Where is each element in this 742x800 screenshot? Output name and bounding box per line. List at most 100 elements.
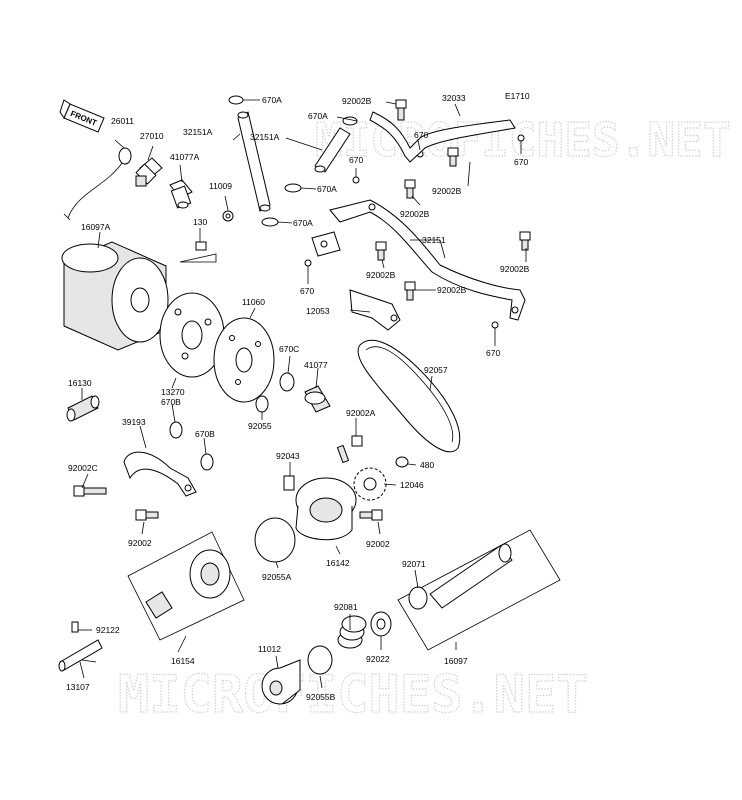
gasket-11060 [213, 317, 275, 403]
label-16097A: 16097A [81, 222, 111, 232]
watermark-bottom: MICROFICHES.NET [118, 665, 588, 725]
label-92022: 92022 [366, 654, 390, 664]
bolt-92002B-2 [447, 147, 459, 167]
label-92057: 92057 [424, 365, 448, 375]
fitting-41077 [304, 385, 331, 413]
oring-92055B [307, 645, 333, 675]
bolt-130 [195, 241, 207, 251]
plug-11012 [261, 659, 301, 705]
label-92002-1: 92002 [128, 538, 152, 548]
label-92081: 92081 [334, 602, 358, 612]
label-92002B-6: 92002B [437, 285, 467, 295]
bolt-92002C [73, 485, 107, 497]
bolt-92002A [336, 435, 363, 464]
label-670-3: 670 [349, 155, 363, 165]
spring-92081 [337, 615, 367, 649]
oring-670C [279, 372, 295, 392]
label-16130: 16130 [68, 378, 92, 388]
label-16097: 16097 [444, 656, 468, 666]
label-670B-2: 670B [195, 429, 215, 439]
oring-670A-3 [284, 183, 302, 193]
label-32151A-2: 32151A [250, 132, 280, 142]
bracket-12053 [349, 289, 401, 331]
label-670-4: 670 [300, 286, 314, 296]
pin-92122 [71, 621, 79, 633]
fitting-16130 [66, 395, 100, 422]
label-670A-4: 670A [293, 218, 313, 228]
label-32033: 32033 [442, 93, 466, 103]
label-16142: 16142 [326, 558, 350, 568]
pump-16142 [295, 477, 357, 541]
label-92055B: 92055B [306, 692, 336, 702]
tube-32151A-left [237, 111, 271, 212]
oring-670-2 [517, 134, 525, 142]
oring-670-3 [352, 176, 360, 184]
bolt-92002B-6 [404, 281, 416, 301]
label-670B-1: 670B [161, 397, 181, 407]
label-92002-2: 92002 [366, 539, 390, 549]
label-130: 130 [193, 217, 207, 227]
fitting-41077A [169, 179, 193, 209]
pipe-32151 [329, 199, 526, 321]
label-41077A: 41077A [170, 152, 200, 162]
label-11060: 11060 [242, 297, 265, 307]
pipe-39193 [123, 451, 197, 497]
rotor-outer [189, 549, 231, 599]
label-92002B-4: 92002B [366, 270, 396, 280]
label-11009: 11009 [209, 181, 232, 191]
label-92043: 92043 [276, 451, 300, 461]
label-670A-1: 670A [262, 95, 282, 105]
label-12046: 12046 [400, 480, 424, 490]
oring-670B-1 [169, 421, 183, 439]
label-92002A: 92002A [346, 408, 376, 418]
label-92055: 92055 [248, 421, 272, 431]
label-11012: 11012 [258, 644, 281, 654]
oring-670A-1 [228, 95, 244, 105]
pin-92043 [283, 475, 295, 491]
label-670A-2: 670A [308, 111, 328, 121]
label-670A-3: 670A [317, 184, 337, 194]
oil-filter-16097A [61, 241, 169, 351]
label-39193: 39193 [122, 417, 146, 427]
label-12053: 12053 [306, 306, 330, 316]
label-670-5: 670 [486, 348, 500, 358]
group-box-16097 [397, 529, 561, 651]
oring-92055 [255, 395, 269, 413]
oring-670-4 [304, 259, 312, 267]
label-92055A: 92055A [262, 572, 292, 582]
label-16154: 16154 [171, 656, 195, 666]
shaft-13107 [58, 639, 103, 672]
tube-32151A-right [314, 127, 351, 173]
label-480: 480 [420, 460, 434, 470]
label-27010: 27010 [140, 131, 164, 141]
label-41077: 41077 [304, 360, 328, 370]
label-26011: 26011 [111, 116, 134, 126]
label-670-2: 670 [514, 157, 528, 167]
label-32151: 32151 [422, 235, 446, 245]
rotor-inner [145, 591, 173, 619]
sprocket-12046 [353, 467, 387, 501]
label-92002B-2: 92002B [432, 186, 462, 196]
label-92002B-1: 92002B [342, 96, 372, 106]
label-32151A-1: 32151A [183, 127, 213, 137]
label-92122: 92122 [96, 625, 120, 635]
label-13107: 13107 [66, 682, 90, 692]
oring-92071 [408, 586, 428, 610]
clip-480 [395, 456, 409, 468]
group-box-16154 [127, 531, 245, 641]
front-arrow-icon: FRONT [59, 99, 105, 133]
bolt-92002B-4 [375, 241, 387, 261]
label-92002B-3: 92002B [400, 209, 430, 219]
label-92071: 92071 [402, 559, 426, 569]
strainer-16097 [429, 543, 513, 609]
leader-lines [78, 99, 527, 689]
oring-92055A [254, 517, 296, 563]
bolt-92002B-1 [395, 99, 407, 121]
sensor-wire-26011 [63, 147, 132, 221]
cover-13270 [159, 292, 225, 378]
chain-92057 [357, 339, 461, 453]
label-92002B-5: 92002B [500, 264, 530, 274]
pipe-32033 [369, 111, 516, 163]
